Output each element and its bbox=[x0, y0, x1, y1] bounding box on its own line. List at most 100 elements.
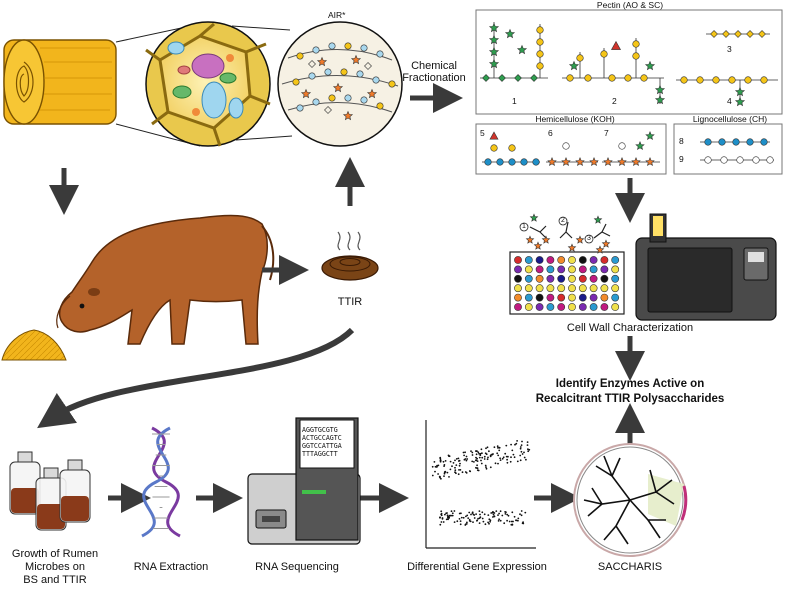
scatter-point bbox=[465, 459, 468, 462]
chemical-fractionation-line2: Fractionation bbox=[402, 72, 466, 84]
scatter-point bbox=[462, 451, 465, 454]
scatter-point bbox=[483, 513, 486, 516]
air-sugar-glyph bbox=[292, 78, 300, 86]
arabinose-glyph bbox=[547, 157, 557, 167]
scatter-point bbox=[450, 514, 453, 517]
plate-well bbox=[557, 284, 566, 293]
scatter-point bbox=[478, 456, 481, 459]
scatter-point bbox=[454, 471, 456, 474]
cow bbox=[56, 214, 275, 345]
scatter-point bbox=[496, 445, 499, 448]
scatter-point bbox=[472, 521, 474, 523]
arabinose-glyph bbox=[595, 245, 605, 254]
scatter-point bbox=[479, 454, 482, 457]
galactose-glyph bbox=[728, 76, 736, 84]
scatter-point bbox=[488, 522, 490, 525]
plate-well bbox=[524, 303, 533, 311]
scatter-point bbox=[506, 519, 508, 522]
xylose-glyph bbox=[752, 156, 760, 164]
scatter-point bbox=[513, 456, 516, 459]
scatter-point bbox=[516, 460, 519, 463]
glucose-glyph bbox=[496, 158, 504, 166]
scatter-point bbox=[501, 514, 504, 517]
scatter-point bbox=[454, 466, 456, 469]
glucose-glyph bbox=[508, 158, 516, 166]
ttir-dung bbox=[321, 231, 379, 281]
scatter-point bbox=[434, 465, 437, 468]
plate-well bbox=[557, 303, 566, 311]
growth-line1: Growth of Rumen bbox=[11, 548, 99, 560]
plate-well bbox=[611, 284, 620, 293]
scatter-point bbox=[476, 457, 478, 460]
air-sugar-glyph bbox=[312, 46, 320, 54]
air-sugar-glyph bbox=[344, 42, 352, 50]
plate-well bbox=[546, 265, 555, 274]
scatter-point bbox=[511, 449, 514, 452]
air-arabinose-glyph bbox=[332, 82, 344, 93]
glucose-glyph bbox=[704, 138, 712, 146]
galactose-diamond-glyph bbox=[758, 30, 766, 38]
scatter-point bbox=[484, 464, 487, 467]
scatter-point bbox=[460, 512, 462, 515]
scatter-point bbox=[439, 516, 441, 519]
scatter-point bbox=[504, 513, 507, 515]
hemi-structure-7: 7 bbox=[604, 128, 609, 138]
scatter-point bbox=[507, 514, 510, 517]
glucose-glyph bbox=[732, 138, 740, 146]
scatter-point bbox=[448, 476, 450, 478]
scatter-point bbox=[476, 467, 478, 469]
plate-well bbox=[524, 293, 533, 302]
galactose-glyph bbox=[536, 26, 544, 34]
galactose-glyph bbox=[600, 50, 608, 58]
scatter-point bbox=[449, 460, 452, 463]
plate-well bbox=[568, 284, 576, 293]
identify-line1: Identify Enzymes Active on bbox=[555, 378, 705, 390]
scatter-point bbox=[458, 518, 461, 520]
air-sugar-glyph bbox=[372, 76, 380, 84]
plate-well bbox=[514, 256, 522, 264]
arabinose-glyph bbox=[601, 239, 611, 248]
bottle-culture bbox=[37, 504, 65, 529]
plate-well bbox=[568, 274, 576, 283]
scatter-point bbox=[483, 455, 486, 458]
ligno-structure-9: 9 bbox=[679, 154, 684, 164]
pectin-structure-4: 4 bbox=[727, 96, 732, 106]
plate-well bbox=[546, 256, 555, 264]
air-sugar-glyph bbox=[376, 102, 384, 110]
scatter-point bbox=[453, 521, 456, 523]
rhamnose-glyph bbox=[516, 44, 528, 55]
scatter-point bbox=[481, 511, 484, 514]
scatter-point bbox=[508, 520, 511, 523]
scatter-point bbox=[475, 453, 478, 456]
galactose-glyph bbox=[536, 50, 544, 58]
scatter-point bbox=[488, 518, 491, 521]
differential-gene-expression-label: Differential Gene Expression bbox=[407, 561, 547, 573]
scatter-point bbox=[446, 471, 449, 474]
scatter-point bbox=[493, 512, 496, 514]
scatter-point bbox=[525, 458, 527, 461]
scatter-point bbox=[481, 456, 484, 459]
scatter-point bbox=[471, 451, 474, 454]
plate-well bbox=[568, 303, 576, 311]
scatter-point bbox=[478, 452, 480, 455]
plate-well bbox=[578, 303, 587, 311]
scatter-point bbox=[527, 450, 530, 453]
plate-well bbox=[600, 256, 609, 264]
scatter-point bbox=[498, 446, 501, 449]
scatter-point bbox=[465, 515, 467, 518]
plate-reader bbox=[635, 213, 777, 321]
plate-well bbox=[557, 265, 566, 274]
scatter-point bbox=[459, 520, 462, 522]
scatter-point bbox=[466, 514, 469, 517]
antibody-probes bbox=[519, 213, 611, 254]
scatter-point bbox=[442, 521, 445, 523]
plate-well bbox=[578, 274, 587, 283]
scatter-point bbox=[517, 517, 520, 520]
scatter-point bbox=[475, 450, 477, 453]
galactose-glyph bbox=[584, 74, 592, 82]
scatter-point bbox=[455, 458, 458, 460]
rhamnose-glyph bbox=[593, 215, 603, 224]
scatter-point bbox=[482, 520, 485, 523]
scatter-point bbox=[476, 460, 479, 462]
scatter-point bbox=[519, 513, 521, 516]
